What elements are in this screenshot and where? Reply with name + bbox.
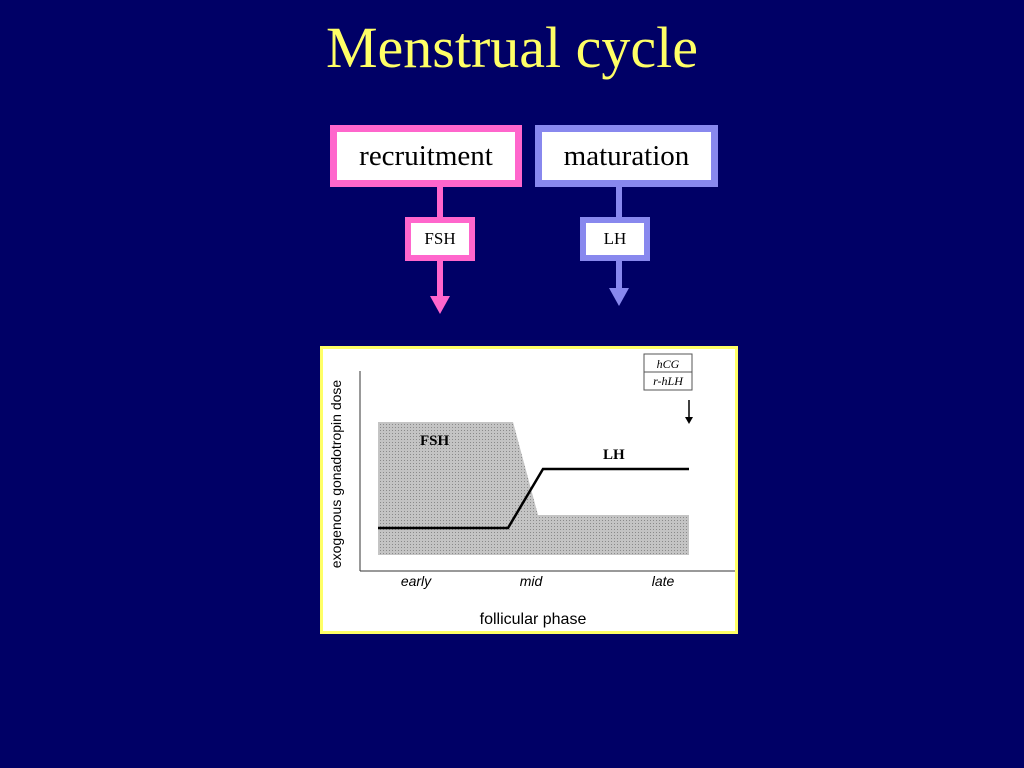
lh-graph-label: LH	[603, 447, 625, 463]
fsh-graph-label: FSH	[420, 433, 450, 449]
fsh-arrow-head	[430, 296, 450, 314]
x-tick-early: early	[401, 573, 432, 589]
dose-graph: FSH LH hCG r-hLH early mid late follicul…	[328, 353, 735, 628]
trigger-label-bottom: r-hLH	[653, 374, 684, 388]
maturation-box: maturation	[535, 125, 718, 187]
lh-arrow-head	[609, 288, 629, 306]
lh-box: LH	[580, 217, 650, 261]
dose-graph-panel: FSH LH hCG r-hLH early mid late follicul…	[320, 346, 738, 634]
trigger-arrow-head	[685, 417, 693, 424]
lh-line	[378, 467, 689, 530]
y-axis-label: exogenous gonadotropin dose	[328, 380, 344, 569]
x-tick-mid: mid	[520, 573, 544, 589]
fsh-shaded-region	[378, 422, 689, 555]
trigger-label-top: hCG	[657, 357, 680, 371]
slide-title: Menstrual cycle	[325, 15, 698, 80]
recruitment-box: recruitment	[330, 125, 522, 187]
fsh-box: FSH	[405, 217, 475, 261]
x-tick-late: late	[652, 573, 675, 589]
x-axis-label: follicular phase	[480, 611, 587, 628]
